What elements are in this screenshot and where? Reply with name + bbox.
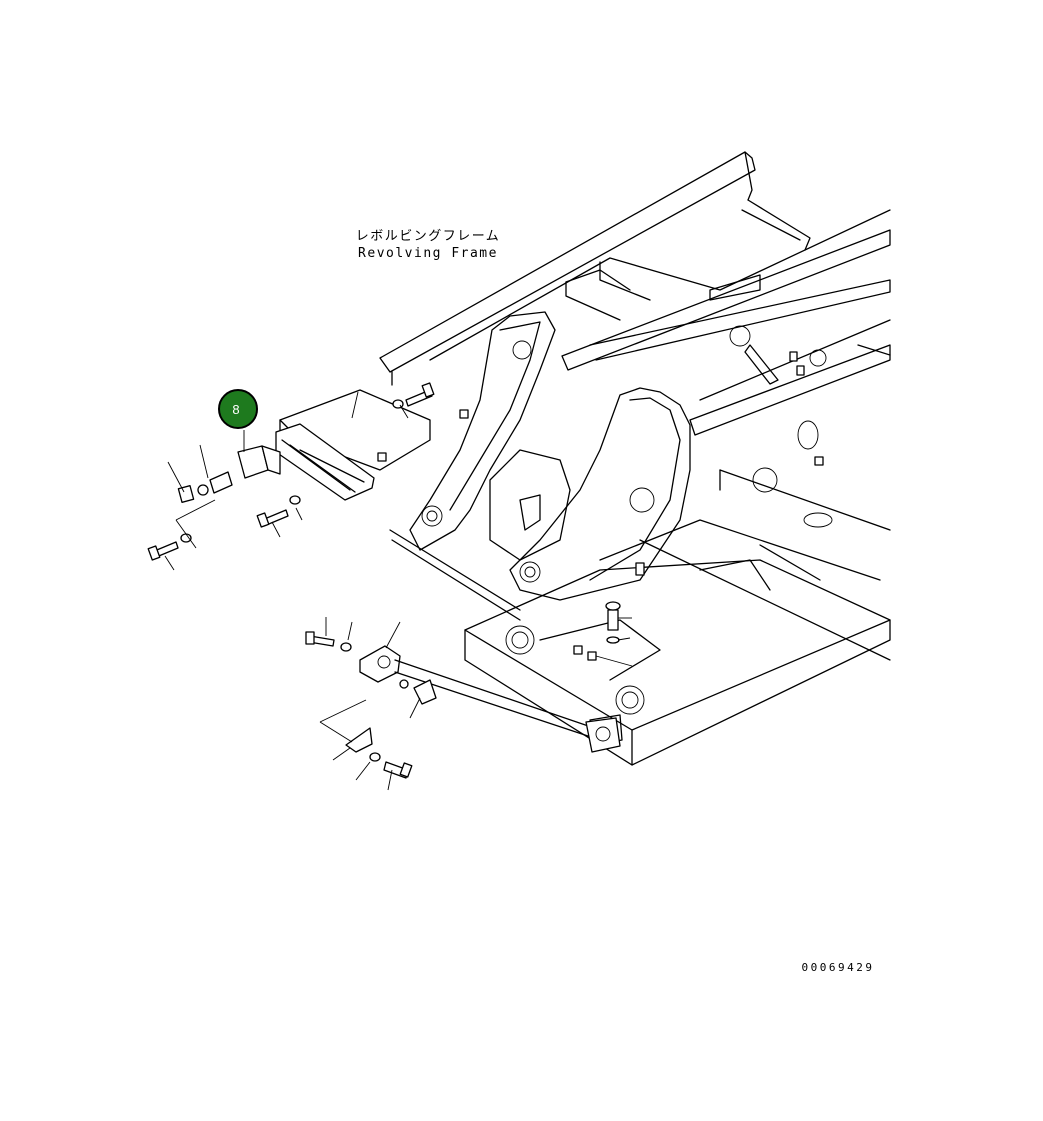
part-callout-8[interactable]: 8 <box>218 389 258 429</box>
revolving-frame <box>279 151 891 766</box>
step-assembly <box>177 423 375 503</box>
lower-link-assembly <box>305 601 621 779</box>
callout-number[interactable]: 8 <box>232 402 239 417</box>
frame-label-japanese: レボルビングフレーム <box>356 229 501 244</box>
hardware-left <box>147 382 435 561</box>
leader-lines-lower <box>319 617 633 791</box>
leader-lines-left <box>164 391 409 571</box>
drawing-number: 00069429 <box>802 961 875 974</box>
callout-circle[interactable] <box>218 389 258 429</box>
frame-label-english: Revolving Frame <box>358 246 498 261</box>
